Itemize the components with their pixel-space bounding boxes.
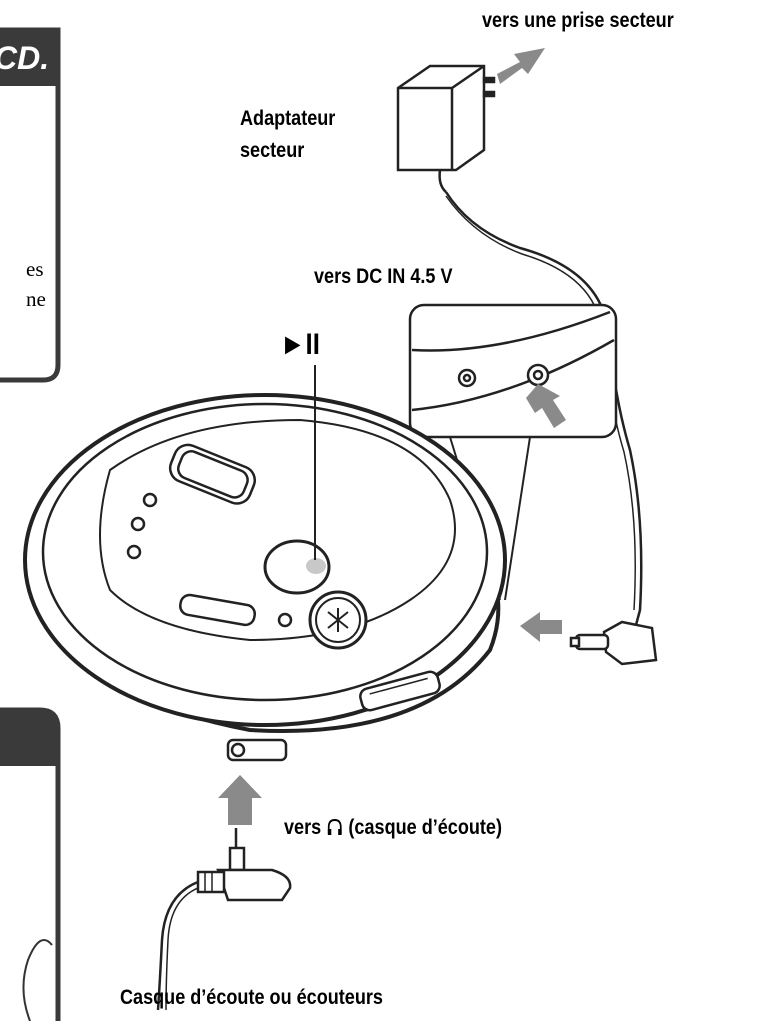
headphone-jack-suffix: (casque d’écoute)	[348, 816, 502, 839]
dc-in-inset	[408, 303, 618, 439]
dc-plug	[569, 620, 658, 666]
top-box-title: CD.	[0, 40, 50, 76]
dc-in-label: vers DC IN 4.5 V	[314, 265, 453, 288]
arrow-icon	[520, 612, 562, 642]
headphones-label: Casque d’écoute ou écouteurs	[120, 986, 383, 1009]
adapter-label-line2: secteur	[240, 139, 305, 162]
arrow-icon	[218, 775, 262, 825]
headphone-icon	[326, 817, 343, 835]
ac-adapter	[396, 64, 496, 193]
top-box-text-2: ne	[26, 287, 46, 311]
top-box-text-1: es	[26, 257, 44, 281]
arrow-icon	[497, 48, 545, 84]
adapter-label-line1: Adaptateur	[240, 107, 336, 130]
outlet-label: vers une prise secteur	[482, 9, 674, 32]
bottom-info-box	[0, 707, 61, 1021]
arrow-icon	[526, 384, 566, 428]
cd-player	[23, 393, 507, 762]
headphone-plug	[156, 828, 292, 1011]
headphone-jack-prefix: vers	[284, 816, 322, 839]
headphone-jack-label: vers (casque d’écoute)	[284, 815, 502, 841]
top-info-box	[0, 27, 61, 383]
play-pause-icon: ►II	[280, 328, 320, 361]
